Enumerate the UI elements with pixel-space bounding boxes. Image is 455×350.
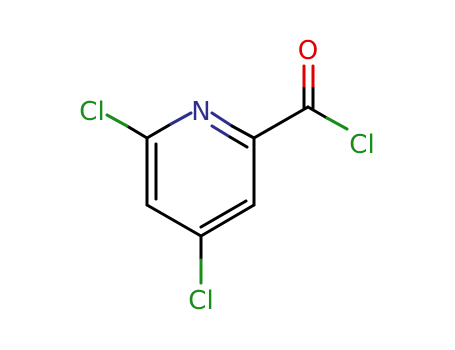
bond-c7-cl-segment-1 <box>306 105 329 120</box>
bond-c6-cl-segment-2 <box>105 113 129 128</box>
bond-n1-c2-segment-2 <box>230 124 256 140</box>
bond-c3-c4-segment-1 <box>199 203 256 238</box>
bond-c6-cl-segment-1 <box>125 124 149 140</box>
chlorine-label-ring-6: Cl <box>79 97 104 127</box>
bond-n1-c2-segment-1 <box>210 111 234 128</box>
bond-c4-c5-segment-1 <box>145 203 203 238</box>
bond-c2-c7-segment-1 <box>252 105 310 140</box>
chlorine-label-ring-4: Cl <box>188 286 213 316</box>
bond-c3-c4 <box>199 199 256 238</box>
bond-c3-c4-segment-2 <box>199 199 248 229</box>
bond-c6-cl <box>105 113 149 140</box>
oxygen-label: O <box>298 36 318 66</box>
bond-c7-cl-segment-2 <box>325 116 349 131</box>
bond-c5-c6 <box>145 136 158 207</box>
bond-c7-o1 <box>302 64 315 110</box>
bond-n1-c2-segment-3 <box>210 124 232 139</box>
bond-c6-n1-segment-1 <box>145 122 173 140</box>
bond-c4-c5 <box>145 203 203 238</box>
nitrogen-label: N <box>191 97 210 127</box>
bond-layer <box>105 64 349 285</box>
chlorine-label-acyl: Cl <box>349 130 374 160</box>
bond-n1-c2 <box>210 111 256 149</box>
bond-c6-n1 <box>145 111 193 140</box>
bond-c7-cl <box>306 105 349 131</box>
bond-c2-c7 <box>252 105 310 140</box>
bond-n1-c2-segment-4 <box>228 135 249 149</box>
bond-c6-n1-segment-2 <box>169 111 193 126</box>
